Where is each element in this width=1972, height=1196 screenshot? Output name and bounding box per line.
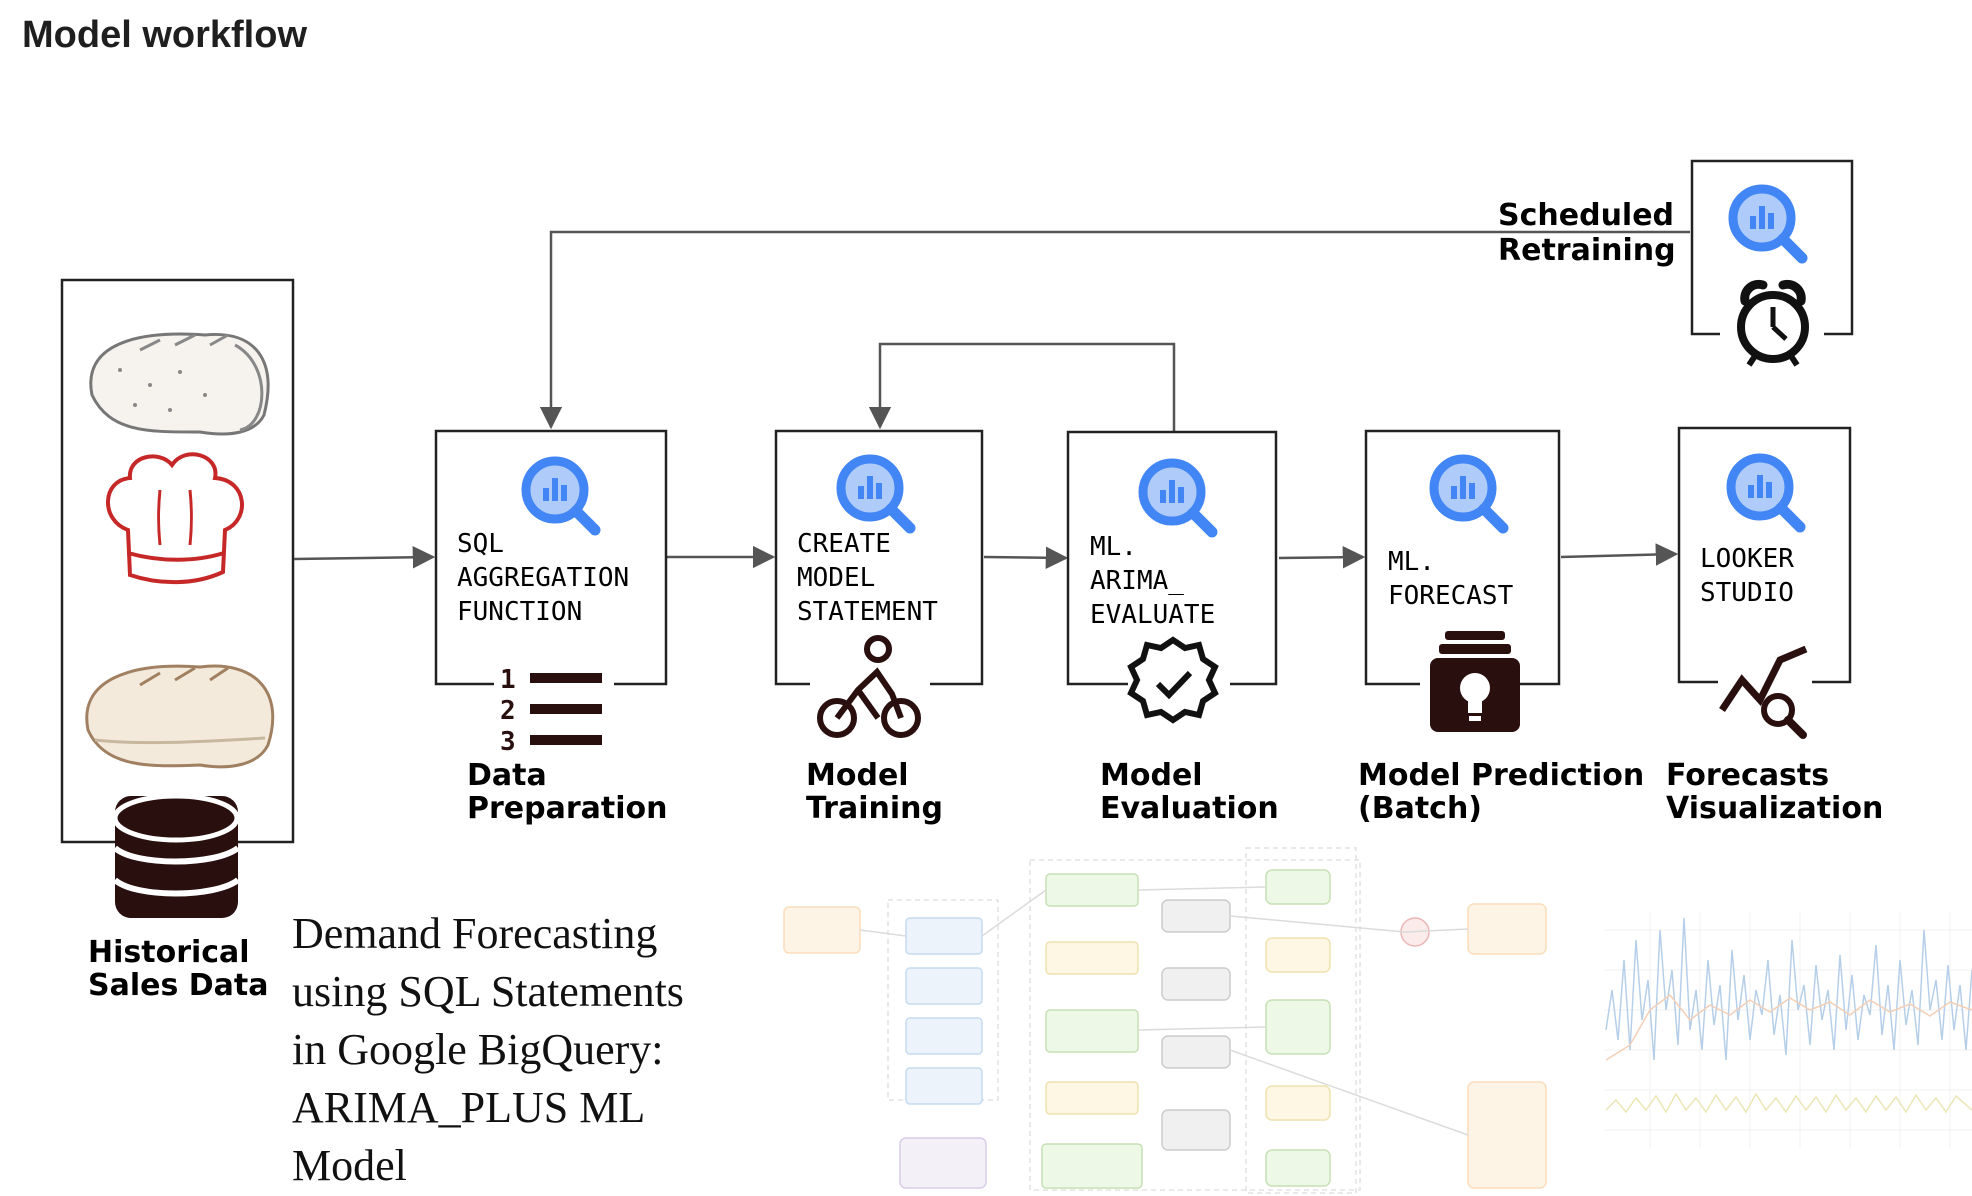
step-5-caption-2: Visualization bbox=[1666, 791, 1883, 826]
bread-loaf-icon bbox=[89, 332, 270, 436]
step-4-caption-2: (Batch) bbox=[1358, 791, 1482, 826]
svg-text:3: 3 bbox=[500, 727, 516, 757]
evaluation-feedback-line bbox=[868, 342, 1176, 432]
step-1-line-2: AGGREGATION bbox=[457, 563, 629, 593]
step-4-line-2: FORECAST bbox=[1388, 581, 1514, 611]
cyclist-icon bbox=[817, 635, 921, 738]
flow-arrows bbox=[293, 543, 1679, 570]
check-badge-icon bbox=[1127, 636, 1219, 724]
article-title-line-1: Demand Forecasting bbox=[292, 909, 657, 958]
step-4-line-1: ML. bbox=[1388, 547, 1435, 577]
bigquery-icon bbox=[526, 461, 595, 530]
svg-text:2: 2 bbox=[500, 696, 516, 726]
bigquery-icon bbox=[1731, 458, 1800, 527]
step-5-line-1: LOOKER bbox=[1700, 544, 1794, 574]
step-2-line-1: CREATE bbox=[797, 529, 891, 559]
bread-loaf-icon bbox=[85, 664, 275, 769]
background-timeseries-chart bbox=[1604, 912, 1972, 1148]
article-title-line-2: using SQL Statements bbox=[292, 967, 684, 1016]
background-architecture-diagram bbox=[783, 847, 1547, 1194]
step-3-line-3: EVALUATE bbox=[1090, 600, 1215, 630]
lightbulb-server-icon bbox=[1430, 631, 1520, 732]
bigquery-icon bbox=[841, 459, 910, 528]
step-2-line-3: STATEMENT bbox=[797, 597, 938, 627]
step-2-line-2: MODEL bbox=[797, 563, 875, 593]
page-title: Model workflow bbox=[22, 14, 307, 56]
input-caption-2: Sales Data bbox=[88, 968, 269, 1003]
scheduled-retraining-box bbox=[1690, 159, 1854, 367]
step-3-caption-1: Model bbox=[1100, 758, 1203, 793]
step-data-preparation: SQL AGGREGATION FUNCTION 1 2 3 bbox=[434, 429, 668, 757]
step-1-line-3: FUNCTION bbox=[457, 597, 582, 627]
step-1-caption-2: Preparation bbox=[467, 791, 667, 826]
chart-magnifier-icon bbox=[1719, 645, 1808, 739]
article-title-line-4: ARIMA_PLUS ML bbox=[292, 1083, 645, 1132]
article-title-line-5: Model bbox=[292, 1141, 407, 1190]
step-1-line-1: SQL bbox=[457, 529, 504, 559]
bigquery-icon bbox=[1143, 463, 1212, 532]
step-3-line-2: ARIMA_ bbox=[1090, 566, 1184, 596]
scheduled-label-1: Scheduled bbox=[1498, 198, 1674, 233]
input-caption-1: Historical bbox=[88, 935, 250, 970]
scheduled-retraining-line bbox=[539, 230, 1690, 430]
numbered-list-icon: 1 2 3 bbox=[500, 665, 602, 757]
historical-sales-box bbox=[60, 278, 295, 918]
step-model-training: CREATE MODEL STATEMENT bbox=[774, 429, 984, 738]
step-2-caption-1: Model bbox=[806, 758, 909, 793]
step-5-caption-1: Forecasts bbox=[1666, 758, 1829, 793]
svg-text:1: 1 bbox=[500, 665, 516, 695]
alarm-clock-icon bbox=[1737, 279, 1809, 367]
scheduled-label-2: Retraining bbox=[1498, 233, 1676, 268]
chef-hat-icon bbox=[106, 452, 244, 585]
step-model-evaluation: ML. ARIMA_ EVALUATE bbox=[1066, 430, 1278, 724]
article-title-line-3: in Google BigQuery: bbox=[292, 1025, 664, 1074]
step-forecasts-visualization: LOOKER STUDIO bbox=[1677, 426, 1852, 739]
step-5-line-2: STUDIO bbox=[1700, 578, 1794, 608]
database-icon bbox=[112, 793, 240, 918]
step-1-caption-1: Data bbox=[467, 758, 547, 793]
step-3-line-1: ML. bbox=[1090, 532, 1137, 562]
step-4-caption-1: Model Prediction bbox=[1358, 758, 1644, 793]
step-2-caption-2: Training bbox=[806, 791, 943, 826]
step-model-prediction: ML. FORECAST bbox=[1364, 429, 1561, 732]
bigquery-icon bbox=[1434, 459, 1503, 528]
step-3-caption-2: Evaluation bbox=[1100, 791, 1279, 826]
bigquery-icon bbox=[1733, 189, 1802, 258]
article-title: Demand Forecasting using SQL Statements … bbox=[292, 909, 684, 1190]
